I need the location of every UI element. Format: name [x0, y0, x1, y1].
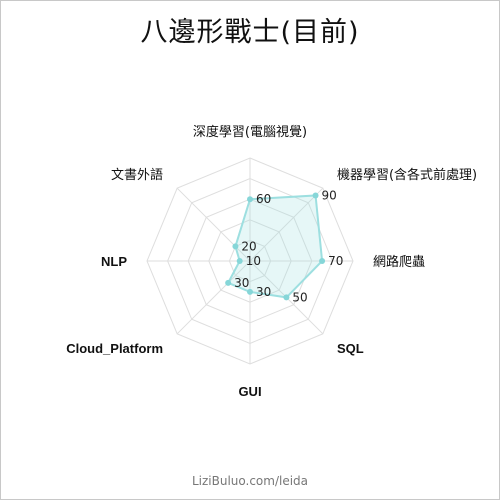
data-point [312, 192, 319, 199]
data-point [283, 294, 290, 301]
grid-spoke [249, 187, 324, 262]
data-point [225, 279, 232, 286]
data-value-label: 50 [292, 290, 307, 304]
data-point [232, 243, 239, 250]
chart-title: 八邊形戰士(目前) [140, 17, 360, 48]
footer-watermark: LiziBuluo.com/leida [191, 474, 309, 488]
data-value-label: 70 [328, 254, 343, 268]
grid-spoke [176, 187, 251, 262]
data-value-label: 30 [256, 285, 271, 299]
data-value-label: 30 [234, 276, 249, 290]
category-label: SQL [337, 341, 364, 356]
category-label: 機器學習(含各式前處理) [337, 167, 477, 183]
grid-spoke [176, 260, 251, 335]
data-point [236, 258, 243, 264]
radar-grid [146, 157, 354, 365]
data-value-label: 90 [322, 188, 337, 202]
category-label: GUI [238, 384, 261, 399]
data-point [247, 196, 253, 203]
category-label: 網路爬蟲 [373, 254, 425, 270]
category-label: 深度學習(電腦視覺) [193, 124, 307, 140]
data-value-label: 10 [246, 254, 261, 268]
category-label: 文書外語 [111, 167, 163, 183]
data-point [247, 288, 253, 295]
radar-series [225, 192, 326, 301]
category-label: NLP [101, 254, 127, 269]
data-value-label: 20 [241, 239, 256, 253]
data-value-label: 60 [256, 192, 271, 206]
category-label: Cloud_Platform [66, 341, 163, 356]
data-point [319, 258, 326, 264]
